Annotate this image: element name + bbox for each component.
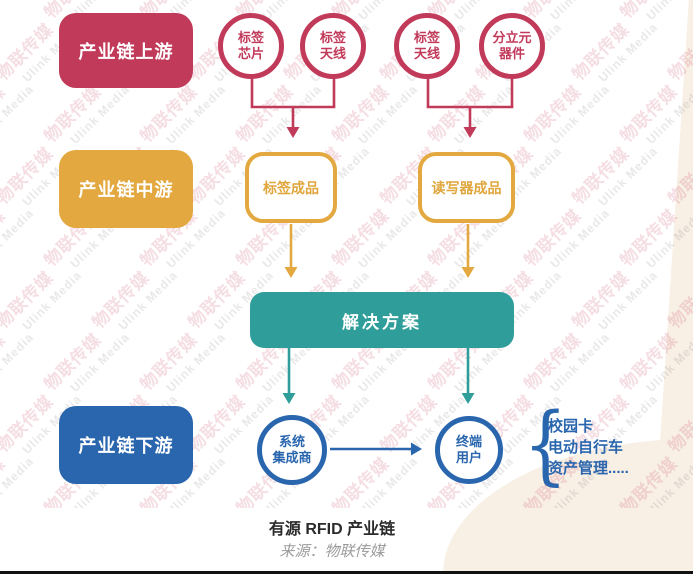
solution-arrowhead-left xyxy=(282,393,296,404)
integrator-to-user-arrowhead xyxy=(411,442,422,456)
diagram-title: 有源 RFID 产业链 xyxy=(268,521,396,538)
upstream-connector-left xyxy=(250,78,336,128)
midstream-arrows xyxy=(289,224,470,268)
upstream-connector-right xyxy=(426,78,514,128)
node-solution: 解决方案 xyxy=(250,292,514,348)
window-bottom-edge xyxy=(0,571,693,574)
use-case-electric-bike: 电动自行车 xyxy=(548,439,624,456)
stage-upstream-label: 产业链上游 xyxy=(59,13,193,88)
node-end-user: 终端 用户 xyxy=(435,416,503,484)
stage-midstream-label: 产业链中游 xyxy=(59,150,193,228)
node-finished-readers: 读写器成品 xyxy=(418,152,515,223)
use-case-list: 校园卡 电动自行车 资产管理..... xyxy=(548,416,629,479)
node-system-integrator: 系统 集成商 xyxy=(257,415,327,485)
node-finished-tags: 标签成品 xyxy=(245,152,337,223)
node-tag-chip: 标签 芯片 xyxy=(218,13,284,79)
node-discrete-components: 分立元 器件 xyxy=(479,13,545,79)
upstream-arrowhead-left xyxy=(286,127,300,138)
midstream-arrowhead-left xyxy=(284,267,298,278)
use-case-asset-management: 资产管理..... xyxy=(548,460,629,477)
stage-downstream-label: 产业链下游 xyxy=(59,406,193,484)
node-tag-antenna-2: 标签 天线 xyxy=(394,13,460,79)
brace-glyph: { xyxy=(523,395,568,495)
solution-arrowhead-right xyxy=(461,393,475,404)
use-case-campus-card: 校园卡 xyxy=(548,418,594,435)
node-tag-antenna-1: 标签 天线 xyxy=(300,13,366,79)
source-credit: 来源：物联传媒 xyxy=(279,543,385,560)
solution-arrows xyxy=(287,348,470,394)
midstream-arrowhead-right xyxy=(461,267,475,278)
upstream-arrowhead-right xyxy=(463,127,477,138)
